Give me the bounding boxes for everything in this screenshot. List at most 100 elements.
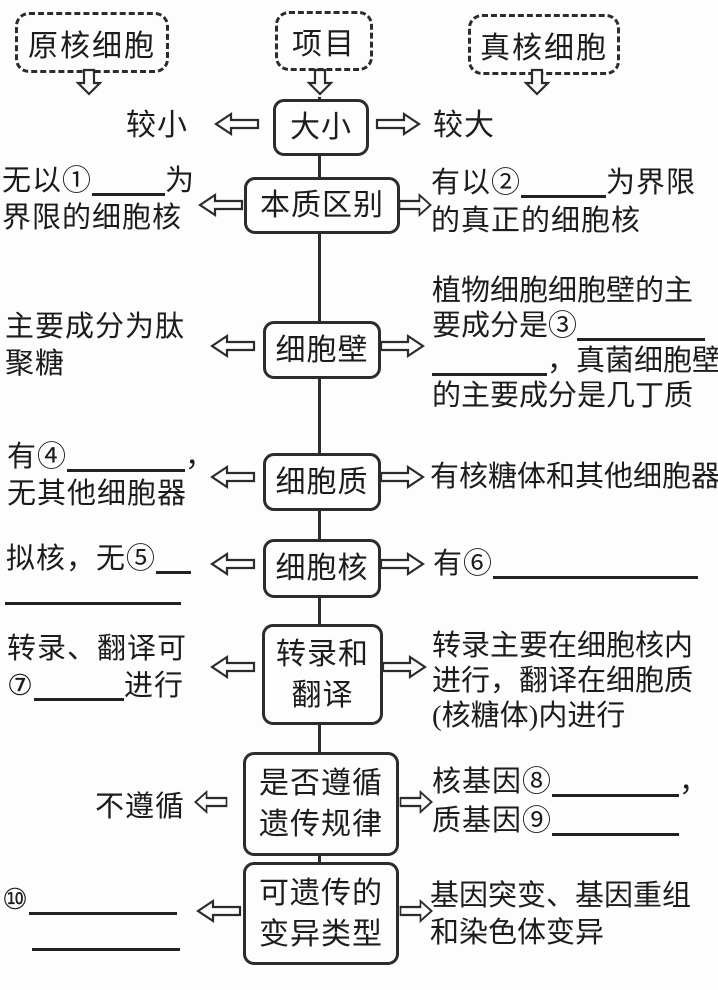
topic-label: 可遗传的 <box>259 876 383 910</box>
fill-blank-4 <box>67 447 186 472</box>
topic-label: 细胞质 <box>275 465 369 499</box>
text-segment: 无以① <box>2 165 93 197</box>
eukaryote-cell-wall-note: 植物细胞细胞壁的主 要成分是③ ，真菌细胞壁 的主要成分是几丁质 <box>432 274 718 414</box>
topic-label: 翻译 <box>291 678 354 712</box>
text-segment: 转录主要在细胞核内 <box>432 630 694 662</box>
text-segment: 聚糖 <box>5 348 66 380</box>
text-segment: 进行 <box>124 670 185 702</box>
left-arrow-icon <box>210 654 256 680</box>
topic-box-cytoplasm: 细胞质 <box>263 453 381 511</box>
header-box-item: 项目 <box>275 11 373 71</box>
right-arrow-icon <box>379 551 425 577</box>
fill-blank-5-continuation <box>5 602 181 605</box>
topic-label: 是否遵循 <box>259 767 383 800</box>
down-arrow-icon <box>307 68 333 96</box>
text-segment: 植物细胞细胞壁的主 <box>432 275 694 307</box>
topic-label: 变异类型 <box>259 917 383 951</box>
topic-label: 细胞壁 <box>275 333 369 367</box>
right-arrow-icon <box>399 898 433 924</box>
topic-box-size: 大小 <box>273 99 369 156</box>
left-arrow-icon <box>196 898 242 924</box>
text-segment: ，真菌细胞壁 <box>547 345 718 377</box>
header-box-prokaryotic-cell: 原核细胞 <box>15 12 169 73</box>
text-segment: 不遵循 <box>95 791 186 823</box>
topic-box-cell-wall: 细胞壁 <box>263 321 381 379</box>
text-segment: 有⑥ <box>433 548 494 580</box>
prokaryote-genetic-laws-note: 不遵循 <box>95 789 185 826</box>
fill-blank-6 <box>493 554 699 579</box>
fill-blank-1 <box>92 171 166 196</box>
left-arrow-icon <box>210 464 256 490</box>
eukaryote-variation-note: 基因突变、基因重组 和染色体变异 <box>430 878 691 952</box>
eukaryote-transcription-note: 转录主要在细胞核内 进行，翻译在细胞质 (核糖体)内进行 <box>432 629 693 734</box>
fill-blank-2 <box>521 173 607 198</box>
eukaryote-size-note: 较大 <box>433 107 495 144</box>
prokaryote-transcription-note: 转录、翻译可 ⑦ 进行 <box>7 631 187 705</box>
text-segment: 较小 <box>126 109 188 142</box>
text-segment: 为 <box>165 165 196 197</box>
text-segment: ， <box>185 441 216 473</box>
topic-label: 细胞核 <box>275 552 369 585</box>
text-segment: 较大 <box>433 109 495 142</box>
topic-box-genetic-laws: 是否遵循 遗传规律 <box>243 752 399 856</box>
header-label-eukaryotic: 真核细胞 <box>480 31 608 65</box>
topic-label: 转录和 <box>276 637 369 671</box>
eukaryote-cytoplasm-note: 有核糖体和其他细胞器 <box>430 459 718 496</box>
text-segment: ⑦ <box>7 670 34 702</box>
text-segment: (核糖体)内进行 <box>432 700 626 732</box>
text-segment: 主要成分为肽 <box>5 311 186 343</box>
text-segment: 基因突变、基因重组 <box>430 880 692 912</box>
text-segment: 无其他细胞器 <box>7 478 188 510</box>
text-segment: 有④ <box>7 441 68 473</box>
right-arrow-icon <box>379 464 425 490</box>
text-segment: ， <box>679 766 710 798</box>
text-segment: 进行，翻译在细胞质 <box>432 665 694 697</box>
topic-label: 大小 <box>290 111 352 144</box>
topic-label: 本质区别 <box>260 189 384 222</box>
text-segment: 核基因⑧ <box>432 766 553 798</box>
left-arrow-icon <box>210 333 256 359</box>
fill-blank-3 <box>577 316 706 341</box>
fill-blank-10 <box>29 890 177 915</box>
right-arrow-icon <box>375 111 421 137</box>
fill-blank-8 <box>552 772 680 797</box>
right-arrow-icon <box>381 654 427 680</box>
fill-blank-9 <box>552 811 680 836</box>
prokaryote-size-note: 较小 <box>126 107 188 144</box>
text-segment: 界限的细胞核 <box>2 202 183 234</box>
fill-blank-3-continuation <box>432 351 547 376</box>
text-segment: 的真正的细胞核 <box>431 205 642 237</box>
text-segment: 质基因⑨ <box>432 805 553 837</box>
right-arrow-icon <box>398 192 432 218</box>
left-arrow-icon <box>198 192 244 218</box>
right-arrow-icon <box>399 789 433 815</box>
topic-box-essential-difference: 本质区别 <box>244 177 400 234</box>
left-arrow-icon <box>194 789 228 815</box>
text-segment: 的主要成分是几丁质 <box>432 380 694 412</box>
prokaryote-nucleus-note: 拟核，无⑤ <box>6 541 192 578</box>
fill-blank-5 <box>156 549 192 574</box>
text-segment: 要成分是③ <box>432 310 578 342</box>
text-segment: 转录、翻译可 <box>7 633 188 665</box>
header-box-eukaryotic-cell: 真核细胞 <box>468 14 620 75</box>
down-arrow-icon <box>524 68 550 96</box>
fill-blank-7 <box>34 676 124 701</box>
prokaryote-cytoplasm-note: 有④ ， 无其他细胞器 <box>7 439 215 513</box>
prokaryote-variation-note: ⑩ <box>2 882 177 919</box>
left-arrow-icon <box>214 111 260 137</box>
topic-label: 遗传规律 <box>259 808 383 841</box>
header-label-item: 项目 <box>292 28 356 61</box>
topic-box-heritable-variation: 可遗传的 变异类型 <box>243 862 399 965</box>
topic-box-transcription-translation: 转录和 翻译 <box>262 624 383 725</box>
down-arrow-icon <box>76 68 102 96</box>
header-label-prokaryotic: 原核细胞 <box>28 29 156 63</box>
right-arrow-icon <box>379 333 425 359</box>
text-segment: 和染色体变异 <box>430 917 605 949</box>
text-segment: 有核糖体和其他细胞器 <box>430 461 718 493</box>
text-segment: ⑩ <box>2 884 29 916</box>
topic-box-nucleus: 细胞核 <box>263 539 381 598</box>
text-segment: 有以② <box>431 167 522 199</box>
eukaryote-genetic-laws-note: 核基因⑧ ， 质基因⑨ <box>432 763 709 841</box>
